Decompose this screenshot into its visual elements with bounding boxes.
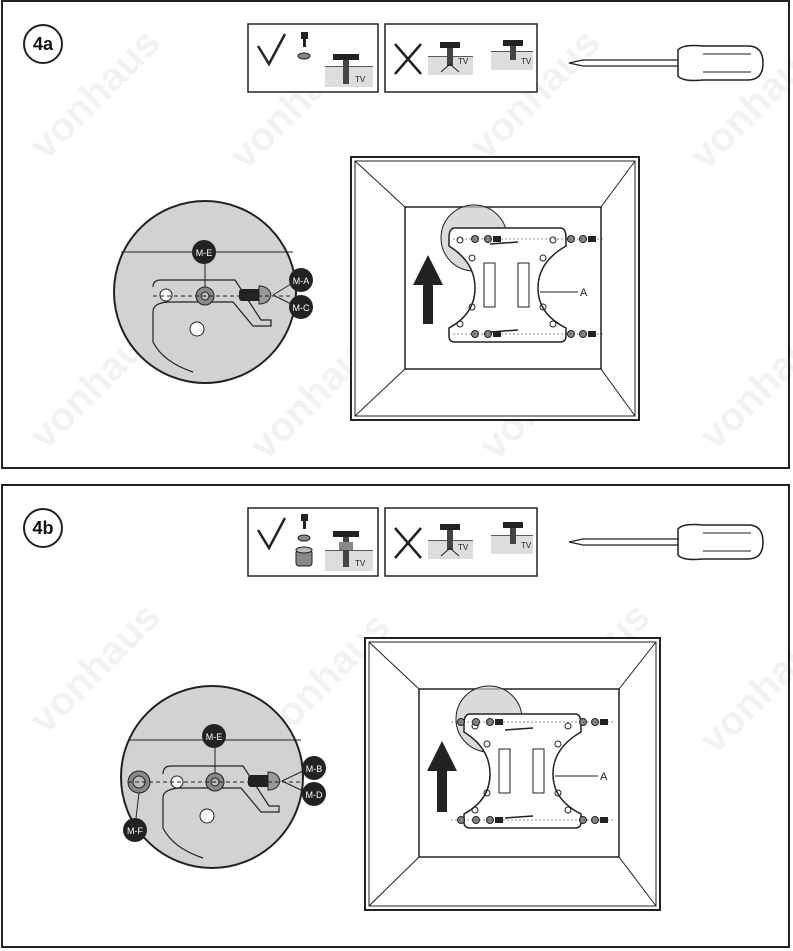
- tv-back-frame: [350, 156, 640, 421]
- svg-text:M-E: M-E: [196, 248, 213, 258]
- callout-washer: M-E: [202, 724, 226, 748]
- up-arrow-icon: [413, 255, 443, 324]
- callout-screw: M-B: [302, 756, 326, 780]
- correct-method-box: TV: [247, 23, 379, 93]
- zoom-detail-circle: [120, 685, 304, 869]
- cross-icon: [394, 527, 422, 559]
- up-arrow-icon: [427, 741, 457, 812]
- step-4a-panel: 4a vonhaus vonhaus vonhaus vonhaus vonha…: [1, 0, 793, 469]
- step-4b-panel: 4b vonhaus vonhaus vonhaus vonhaus TV: [1, 484, 793, 948]
- tv-label: TV: [521, 57, 532, 66]
- mounting-screws: [451, 718, 615, 824]
- step-badge: 4b: [23, 508, 63, 548]
- screw-icon: [301, 32, 308, 47]
- bracket-plate: [463, 713, 582, 829]
- step-4b-illustration: TV TV TV: [120, 507, 764, 911]
- screwdriver-icon: [568, 44, 764, 82]
- svg-text:M-F: M-F: [127, 826, 143, 836]
- svg-text:M-E: M-E: [206, 732, 223, 742]
- step-badge: 4a: [23, 24, 63, 64]
- check-icon: [256, 517, 287, 551]
- cross-icon: [394, 43, 422, 75]
- bracket-label: A: [580, 287, 588, 299]
- zoom-detail-circle: [113, 200, 297, 384]
- svg-text:M-A: M-A: [293, 276, 310, 286]
- callout-screw: M-A: [289, 268, 313, 292]
- incorrect-method-box: TV TV: [384, 23, 538, 93]
- tv-label: TV: [458, 543, 469, 552]
- svg-text:M-C: M-C: [293, 303, 310, 313]
- svg-text:M-B: M-B: [306, 764, 323, 774]
- spacer-icon: [295, 546, 313, 567]
- tv-label: TV: [355, 75, 366, 84]
- mounting-screws: [453, 235, 603, 338]
- tv-label: TV: [355, 559, 366, 568]
- callout-spacer: M-F: [123, 818, 147, 842]
- callout-screw-alt: M-C: [289, 295, 313, 319]
- washer-icon: [297, 534, 311, 542]
- bracket-label: A: [600, 771, 608, 783]
- bracket-plate: [448, 227, 567, 343]
- step-4a-illustration: TV TV TV: [113, 23, 764, 421]
- svg-text:M-D: M-D: [306, 790, 323, 800]
- screwdriver-icon: [568, 523, 764, 561]
- correct-method-box: TV: [247, 507, 379, 577]
- washer-icon: [297, 52, 311, 60]
- screw-icon: [301, 514, 308, 529]
- tv-label: TV: [458, 57, 469, 66]
- check-icon: [256, 33, 287, 67]
- incorrect-method-box: TV TV: [384, 507, 538, 577]
- callout-washer: M-E: [192, 240, 216, 264]
- callout-screw-alt: M-D: [302, 782, 326, 806]
- tv-label: TV: [521, 541, 532, 550]
